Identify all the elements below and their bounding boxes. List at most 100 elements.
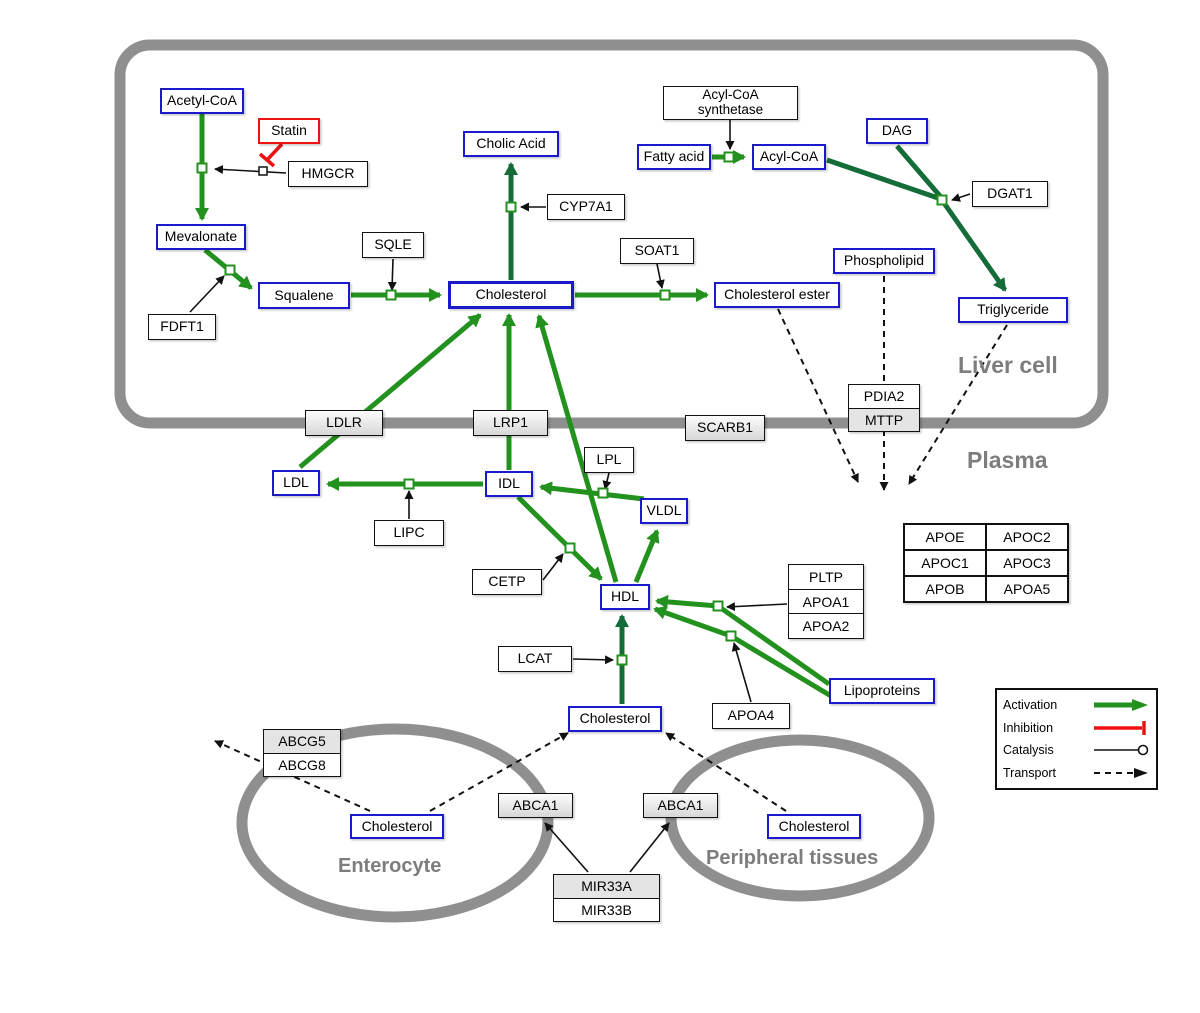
node-pdia2[interactable]: PDIA2: [863, 388, 905, 405]
node-cholic-acid[interactable]: Cholic Acid: [463, 131, 559, 157]
node-lipoproteins[interactable]: Lipoproteins: [829, 678, 935, 704]
label-liver-cell: Liver cell: [958, 352, 1058, 378]
inhibition-edges: [258, 142, 284, 168]
node-squalene[interactable]: Squalene: [258, 282, 350, 309]
node-ldl[interactable]: LDL: [272, 470, 320, 496]
node-apob[interactable]: APOB: [904, 576, 986, 602]
node-apoc1[interactable]: APOC1: [904, 550, 986, 576]
label-peripheral-tissues: Peripheral tissues: [706, 847, 879, 869]
liver-cell-membrane: [114, 39, 1109, 429]
node-ldlr[interactable]: LDLR: [305, 410, 383, 436]
edge-lpl-catalysis: [602, 472, 612, 490]
reaction-dgat1: [936, 194, 948, 206]
reaction-cyp7a1: [505, 201, 517, 213]
node-abca1-left[interactable]: ABCA1: [498, 793, 573, 818]
edge-statin-inhibition-line: [265, 142, 284, 162]
node-lipc[interactable]: LIPC: [374, 520, 444, 546]
node-abca1-right[interactable]: ABCA1: [643, 793, 718, 818]
reaction-soat1: [659, 289, 671, 301]
node-hmgcr[interactable]: HMGCR: [288, 161, 368, 187]
catalysis-circle-icon: [1094, 744, 1149, 756]
node-mttp[interactable]: MTTP: [849, 407, 919, 431]
node-soat1[interactable]: SOAT1: [620, 238, 694, 264]
node-dag[interactable]: DAG: [866, 118, 928, 144]
node-hdl[interactable]: HDL: [600, 584, 650, 610]
node-mir33-group: MIR33A MIR33B: [553, 874, 660, 922]
node-apoa4[interactable]: APOA4: [712, 703, 790, 729]
node-acetyl-coa[interactable]: Acetyl-CoA: [160, 88, 244, 114]
node-phospholipid[interactable]: Phospholipid: [833, 248, 935, 274]
edge-dgat1junction-triglyceride: [941, 201, 1008, 292]
node-triglyceride[interactable]: Triglyceride: [958, 297, 1068, 323]
legend-row-catalysis: Catalysis: [1003, 742, 1150, 758]
edge-lcat-catalysis: [572, 655, 614, 665]
node-lpl[interactable]: LPL: [584, 447, 634, 473]
node-apoc2[interactable]: APOC2: [986, 524, 1068, 550]
edge-hdl-cholesterol-uptake: [535, 314, 619, 583]
node-mir33b[interactable]: MIR33B: [554, 897, 659, 922]
node-idl[interactable]: IDL: [485, 471, 533, 497]
edge-mir33-abca1-right: [629, 822, 670, 873]
edge-peripheral-cholesterol-plasma: [665, 732, 787, 812]
node-scarb1[interactable]: SCARB1: [685, 415, 765, 441]
edge-acylcoa-dgat1junction: [826, 157, 939, 201]
node-pltp-apoa-group: PLTP APOA1 APOA2: [788, 564, 864, 639]
compartment-membranes: [114, 39, 1109, 923]
edge-ldl-cholesterol-uptake: [298, 313, 482, 469]
reaction-cetp: [564, 542, 576, 554]
node-statin[interactable]: Statin: [258, 118, 320, 144]
node-abcg5[interactable]: ABCG5: [264, 730, 340, 753]
node-fatty-acid[interactable]: Fatty acid: [637, 144, 711, 170]
node-acyl-coa-synthetase[interactable]: Acyl-CoA synthetase: [663, 86, 798, 120]
reaction-pltp: [712, 600, 724, 612]
node-cholesterol-plasma[interactable]: Cholesterol: [568, 706, 662, 732]
node-sqle[interactable]: SQLE: [362, 232, 424, 258]
node-apoc3[interactable]: APOC3: [986, 550, 1068, 576]
edge-enterocyte-cholesterol-plasma: [429, 732, 569, 812]
catalysis-edges: [189, 120, 971, 873]
edge-hmgcr-catalysis: [214, 164, 287, 174]
reaction-lcat: [616, 654, 628, 666]
peripheral-tissue-membrane: [665, 734, 935, 902]
node-abcg8[interactable]: ABCG8: [264, 752, 340, 777]
node-cholesterol-enterocyte[interactable]: Cholesterol: [350, 814, 444, 839]
node-cholesterol-peripheral[interactable]: Cholesterol: [767, 814, 861, 839]
transport-edges: [214, 276, 1008, 812]
edge-mir33-abca1-left: [544, 822, 589, 873]
node-cyp7a1[interactable]: CYP7A1: [547, 194, 625, 220]
node-cholesterol-liver[interactable]: Cholesterol: [448, 281, 574, 309]
node-fdft1[interactable]: FDFT1: [148, 314, 216, 340]
legend-row-transport: Transport: [1003, 765, 1150, 781]
legend-catalysis-label: Catalysis: [1003, 743, 1054, 758]
node-lrp1[interactable]: LRP1: [473, 410, 548, 436]
reaction-lipc: [403, 478, 415, 490]
node-dgat1[interactable]: DGAT1: [972, 181, 1048, 207]
label-plasma: Plasma: [967, 447, 1048, 473]
node-apoa2[interactable]: APOA2: [789, 613, 863, 638]
catalysis-junction-hmgcr: [258, 166, 268, 176]
node-cholesterol-ester[interactable]: Cholesterol ester: [714, 282, 840, 308]
edge-cholesterolester-plasma: [777, 308, 859, 483]
node-apoe[interactable]: APOE: [904, 524, 986, 550]
node-mevalonate[interactable]: Mevalonate: [156, 224, 246, 250]
node-apoa1[interactable]: APOA1: [789, 588, 863, 614]
edge-dag-dgat1junction: [895, 144, 942, 198]
reaction-nodes: [196, 151, 948, 666]
node-acyl-coa[interactable]: Acyl-CoA: [752, 144, 826, 170]
legend-transport-label: Transport: [1003, 765, 1057, 780]
node-apoa5[interactable]: APOA5: [986, 576, 1068, 602]
node-apolipoprotein-table: APOE APOC2 APOC1 APOC3 APOB APOA5: [903, 523, 1069, 603]
reaction-acylcoa-synthetase: [723, 151, 735, 163]
edge-pltp-apoa-catalysis: [726, 602, 788, 612]
node-cetp[interactable]: CETP: [472, 569, 542, 595]
edge-idl-hdl-cetp: [516, 495, 603, 581]
legend-activation-label: Activation: [1003, 698, 1058, 713]
edge-triglyceride-plasma: [908, 324, 1008, 485]
legend-inhibition-label: Inhibition: [1003, 720, 1054, 735]
node-mir33a[interactable]: MIR33A: [554, 875, 659, 898]
node-pltp[interactable]: PLTP: [809, 568, 843, 585]
node-vldl[interactable]: VLDL: [640, 498, 688, 524]
reaction-fdft1: [224, 264, 236, 276]
node-lcat[interactable]: LCAT: [498, 646, 572, 672]
